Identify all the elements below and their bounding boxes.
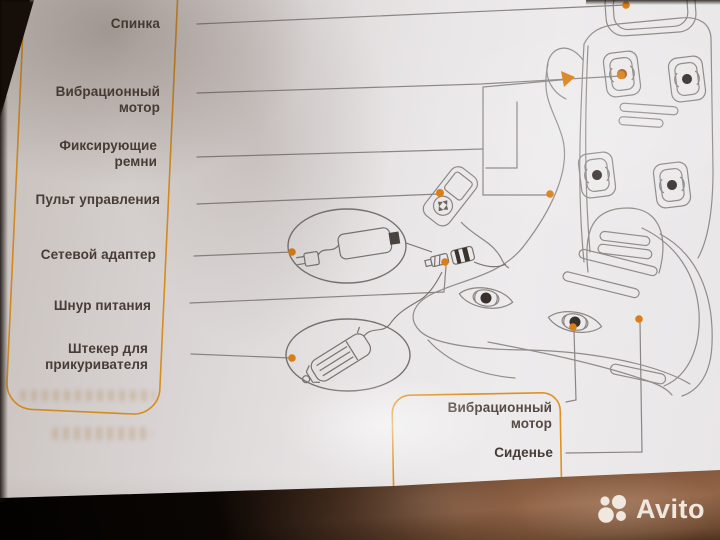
seat-motor-icon: [458, 287, 514, 309]
photo-edge-shadow: [0, 96, 8, 502]
callout-dot-icon: [569, 323, 577, 331]
slat: [597, 243, 653, 260]
slat: [609, 363, 667, 385]
seat-silhouette: [412, 63, 691, 385]
photo-edge-shadow: [586, 0, 720, 5]
seat-outline: [412, 0, 714, 397]
callout-markers: [288, 1, 643, 362]
callout-ellipse: [285, 318, 411, 392]
leader-seat: [565, 321, 643, 454]
leader-straps: [196, 148, 484, 158]
leader-adapter: [193, 251, 293, 257]
strap-bracket: [482, 78, 572, 196]
slat: [619, 102, 679, 116]
strap-bracket-inner: [485, 101, 518, 169]
plug-cable: [363, 271, 443, 337]
bolster-outer: [659, 233, 713, 397]
callout-dot-icon: [288, 248, 296, 256]
callout-dot-icon: [616, 70, 626, 80]
avito-watermark-text: Avito: [636, 493, 705, 524]
backrest-motors: [577, 50, 707, 209]
lumbar-dome: [586, 207, 664, 274]
slat: [578, 248, 658, 277]
page-bleed-through: [20, 390, 155, 401]
slat: [562, 271, 640, 299]
callout-seat-label: Сиденье: [494, 445, 553, 460]
callout-seat-motor-label: Вибрационный мотор: [447, 400, 552, 431]
backrest-outline: [583, 17, 714, 259]
callout-dot-icon: [441, 258, 449, 266]
callout-dot-icon: [635, 315, 643, 323]
callout-dot-icon: [546, 190, 554, 198]
avito-logo-icon: [598, 495, 626, 523]
backrest-left-edge: [579, 43, 585, 263]
page-bleed-through: [52, 427, 152, 440]
leader-backrest: [196, 4, 627, 25]
vibration-motor-icon: [652, 161, 692, 209]
vibration-motor-icon: [667, 55, 707, 103]
power-cord-icon: [424, 245, 507, 268]
leader-remote: [196, 193, 440, 205]
leader-vibration-motor: [196, 75, 622, 94]
slat: [618, 116, 664, 128]
leader-power-cord: [189, 265, 447, 304]
seat-motor-icon: [547, 311, 603, 333]
avito-watermark: Avito: [596, 492, 705, 526]
callout-straps-label: Фиксирующие ремни: [59, 138, 157, 169]
power-adapter-icon: [287, 208, 433, 284]
callout-vibration-motor-label: Вибрационный мотор: [55, 84, 160, 115]
cushion-motors: [458, 287, 603, 333]
cushion-corner: [427, 339, 516, 379]
cigarette-plug-icon: [285, 271, 443, 392]
callout-dot-icon: [436, 189, 444, 197]
callout-dot-icon: [288, 354, 296, 362]
leader-plug: [190, 353, 292, 359]
backrest-seam: [585, 45, 591, 253]
callout-plug-label: Штекер для прикуривателя: [45, 341, 148, 372]
callout-power-cord-label: Шнур питания: [53, 298, 151, 313]
leader-lines: [189, 4, 643, 454]
slat: [599, 230, 651, 247]
vibration-motor-icon: [577, 151, 617, 199]
callout-backrest-label: Спинка: [110, 16, 160, 31]
callout-ellipse: [287, 208, 407, 284]
callout-adapter-label: Сетевой адаптер: [40, 247, 156, 262]
callout-remote-label: Пульт управления: [35, 192, 160, 207]
leader-seat-motor: [565, 329, 577, 403]
